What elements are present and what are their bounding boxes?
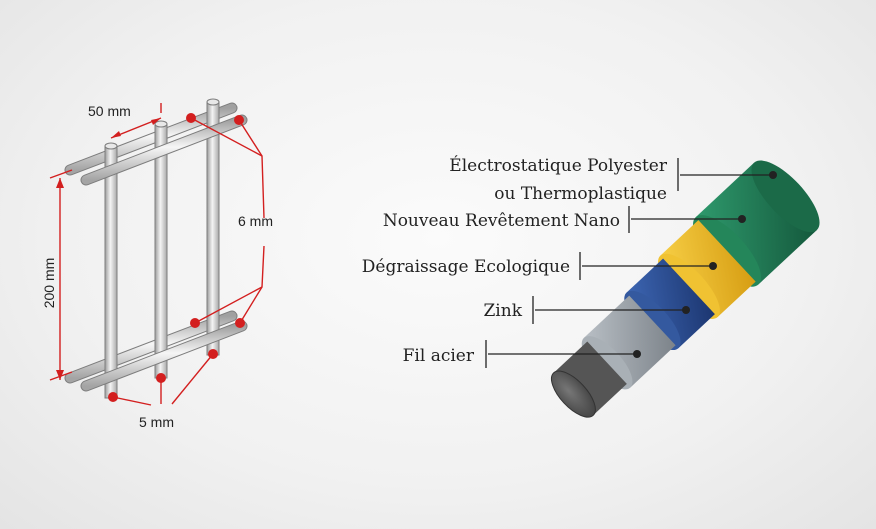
layer-steel-core xyxy=(550,341,627,418)
layer-label-polyester-line1: Électrostatique Polyester xyxy=(449,155,668,176)
layer-label-steel: Fil acier xyxy=(403,346,475,366)
horizontal-wire-top-front xyxy=(80,114,248,186)
layer-label-nano: Nouveau Revêtement Nano xyxy=(383,211,620,231)
dim-label-spacing: 50 mm xyxy=(88,103,131,119)
horizontal-wire-top-back xyxy=(64,102,238,176)
wire-mesh-illustration: 50 mm 200 mm 6 mm 5 mm xyxy=(41,98,273,430)
dim-label-horizontal-wire: 6 mm xyxy=(238,213,273,229)
vertical-wire-left xyxy=(104,142,118,399)
layer-label-degreasing: Dégraissage Ecologique xyxy=(362,257,570,277)
horizontal-wire-bottom-front xyxy=(80,320,248,392)
vertical-wire-middle xyxy=(154,120,168,379)
dim-label-vertical-wire: 5 mm xyxy=(139,414,174,430)
layer-label-zinc: Zink xyxy=(484,301,523,321)
layer-label-polyester-line2: ou Thermoplastique xyxy=(494,184,667,204)
wire-coating-layers-illustration: Électrostatique Polyester ou Thermoplast… xyxy=(362,155,820,418)
horizontal-wire-bottom-back xyxy=(64,310,238,384)
dimension-markers xyxy=(108,113,245,402)
layer-callout-lines xyxy=(485,158,773,368)
dim-label-height: 200 mm xyxy=(41,258,57,309)
